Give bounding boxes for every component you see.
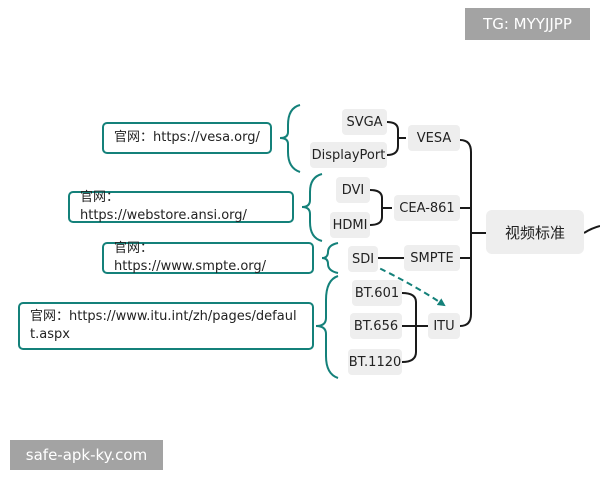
- site-box-vesa[interactable]: 官网：https://vesa.org/: [102, 122, 272, 154]
- site-box-cea-861[interactable]: 官网：https://webstore.ansi.org/: [68, 190, 294, 223]
- watermark-top-right: TG: MYYJJPP: [465, 8, 590, 40]
- leaf-node-sdi[interactable]: SDI: [348, 246, 378, 272]
- vesa-bracket: [386, 121, 399, 156]
- vesa-curly: [279, 104, 301, 173]
- site-box-smpte[interactable]: 官网：https://www.smpte.org/: [102, 241, 314, 274]
- leaf-node-svga[interactable]: SVGA: [342, 109, 387, 135]
- leaf-node-bt656[interactable]: BT.656: [350, 313, 402, 339]
- group-node-vesa[interactable]: VESA: [408, 125, 460, 151]
- itu-curly: [315, 275, 339, 379]
- cea-bracket: [369, 189, 383, 226]
- root-node-video-standards[interactable]: 视频标准: [486, 210, 584, 254]
- leaf-node-bt601[interactable]: BT.601: [352, 280, 402, 306]
- smpte-curly: [321, 242, 339, 274]
- leaf-node-hdmi[interactable]: HDMI: [330, 212, 370, 238]
- group-node-smpte[interactable]: SMPTE: [404, 245, 460, 271]
- site-box-itu[interactable]: 官网：https://www.itu.int/zh/pages/default.…: [18, 302, 314, 350]
- itu-bracket: [401, 292, 417, 363]
- leaf-node-bt1120[interactable]: BT.1120: [348, 349, 402, 375]
- group-node-itu[interactable]: ITU: [428, 313, 460, 339]
- trunk: [459, 139, 472, 327]
- group-node-cea-861[interactable]: CEA-861: [394, 195, 460, 221]
- leaf-node-displayport[interactable]: DisplayPort: [310, 142, 387, 168]
- leaf-node-dvi[interactable]: DVI: [336, 177, 370, 203]
- cea-curly: [301, 173, 323, 242]
- watermark-bottom-left: safe-apk-ky.com: [10, 440, 163, 470]
- root-exit: [583, 225, 600, 234]
